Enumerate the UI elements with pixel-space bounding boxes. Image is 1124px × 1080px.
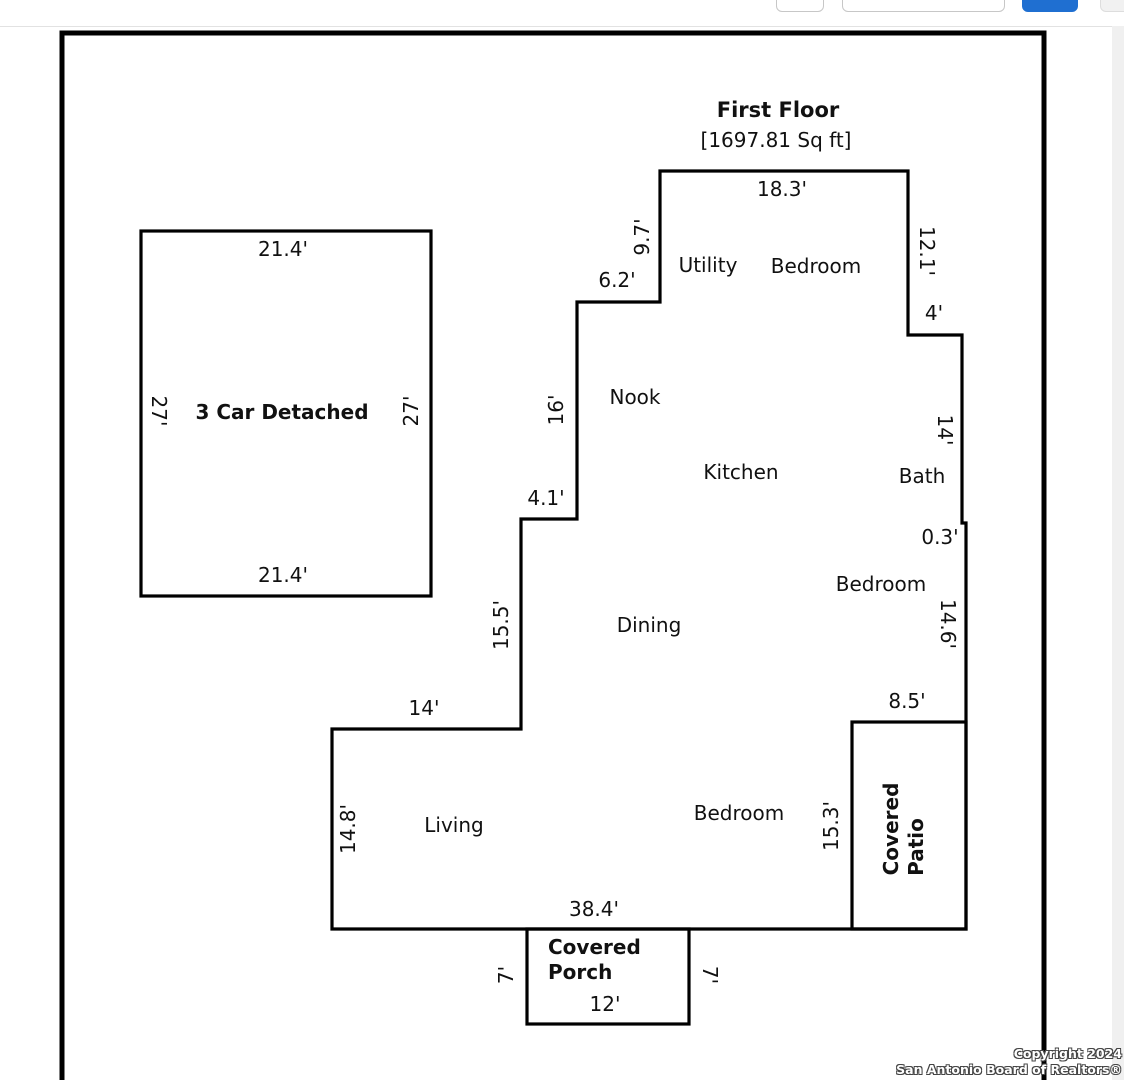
browser-toolbar (0, 0, 1124, 27)
house-outline (330, 169, 968, 931)
covered-patio-outline (850, 720, 968, 931)
porch-right-dimension: 7' (698, 966, 722, 984)
room-bath: Bath (899, 464, 946, 488)
room-dining: Dining (617, 613, 682, 637)
covered-porch-outline (525, 927, 691, 1026)
room-bedroom-1: Bedroom (771, 254, 861, 278)
toolbar-primary-button[interactable] (1022, 0, 1078, 12)
garage-outline (139, 229, 433, 598)
porch-label-line2: Porch (548, 960, 612, 984)
garage-bottom-dimension: 21.4' (258, 563, 308, 587)
room-utility: Utility (679, 253, 738, 277)
floor-title: First Floor (717, 98, 840, 122)
garage-top-dimension: 21.4' (258, 237, 308, 261)
nook-wall-dimension: 16' (544, 395, 568, 426)
room-bedroom-3: Bedroom (694, 801, 784, 825)
bath-wall-dimension: 14' (933, 415, 957, 446)
small-step-dimension: 0.3' (921, 525, 958, 549)
patio-label-line2: Patio (904, 818, 928, 876)
bedroom-wall-dimension: 14.6' (936, 599, 960, 649)
dining-wall-dimension: 15.5' (489, 600, 513, 650)
room-kitchen: Kitchen (703, 460, 778, 484)
living-top-dimension: 14' (409, 696, 440, 720)
patio-top-dimension: 8.5' (888, 689, 925, 713)
top-dimension: 18.3' (757, 177, 807, 201)
porch-bottom-dimension: 12' (590, 992, 621, 1016)
garage-label: 3 Car Detached (195, 400, 368, 424)
top-left-vertical-dimension: 9.7' (630, 218, 654, 255)
room-nook: Nook (609, 385, 660, 409)
toolbar-menu-button[interactable] (1100, 0, 1124, 12)
copyright-line1: Copyright 2024 (1013, 1046, 1122, 1061)
copyright-line2: San Antonio Board of Realtors® (896, 1062, 1122, 1077)
patio-left-dimension: 15.3' (819, 801, 843, 851)
porch-label-line1: Covered (548, 935, 641, 959)
floor-area: [1697.81 Sq ft] (701, 128, 852, 152)
plan-frame (59, 30, 1047, 1080)
garage-right-dimension: 27' (399, 396, 423, 427)
room-living: Living (424, 813, 483, 837)
copyright-watermark: Copyright 2024 San Antonio Board of Real… (896, 1046, 1122, 1078)
upper-step-dimension: 6.2' (598, 268, 635, 292)
toolbar-button[interactable] (776, 0, 824, 12)
scrollbar[interactable] (1112, 26, 1124, 1080)
middle-step-dimension: 4.1' (527, 486, 564, 510)
bottom-dimension: 38.4' (569, 897, 619, 921)
right-step-dimension: 4' (925, 301, 943, 325)
garage-left-dimension: 27' (147, 396, 171, 427)
toolbar-field[interactable] (842, 0, 1005, 12)
right-upper-dimension: 12.1' (915, 226, 939, 276)
porch-left-dimension: 7' (494, 966, 518, 984)
patio-label-line1: Covered (879, 783, 903, 876)
living-left-dimension: 14.8' (336, 804, 360, 854)
room-bedroom-2: Bedroom (836, 572, 926, 596)
